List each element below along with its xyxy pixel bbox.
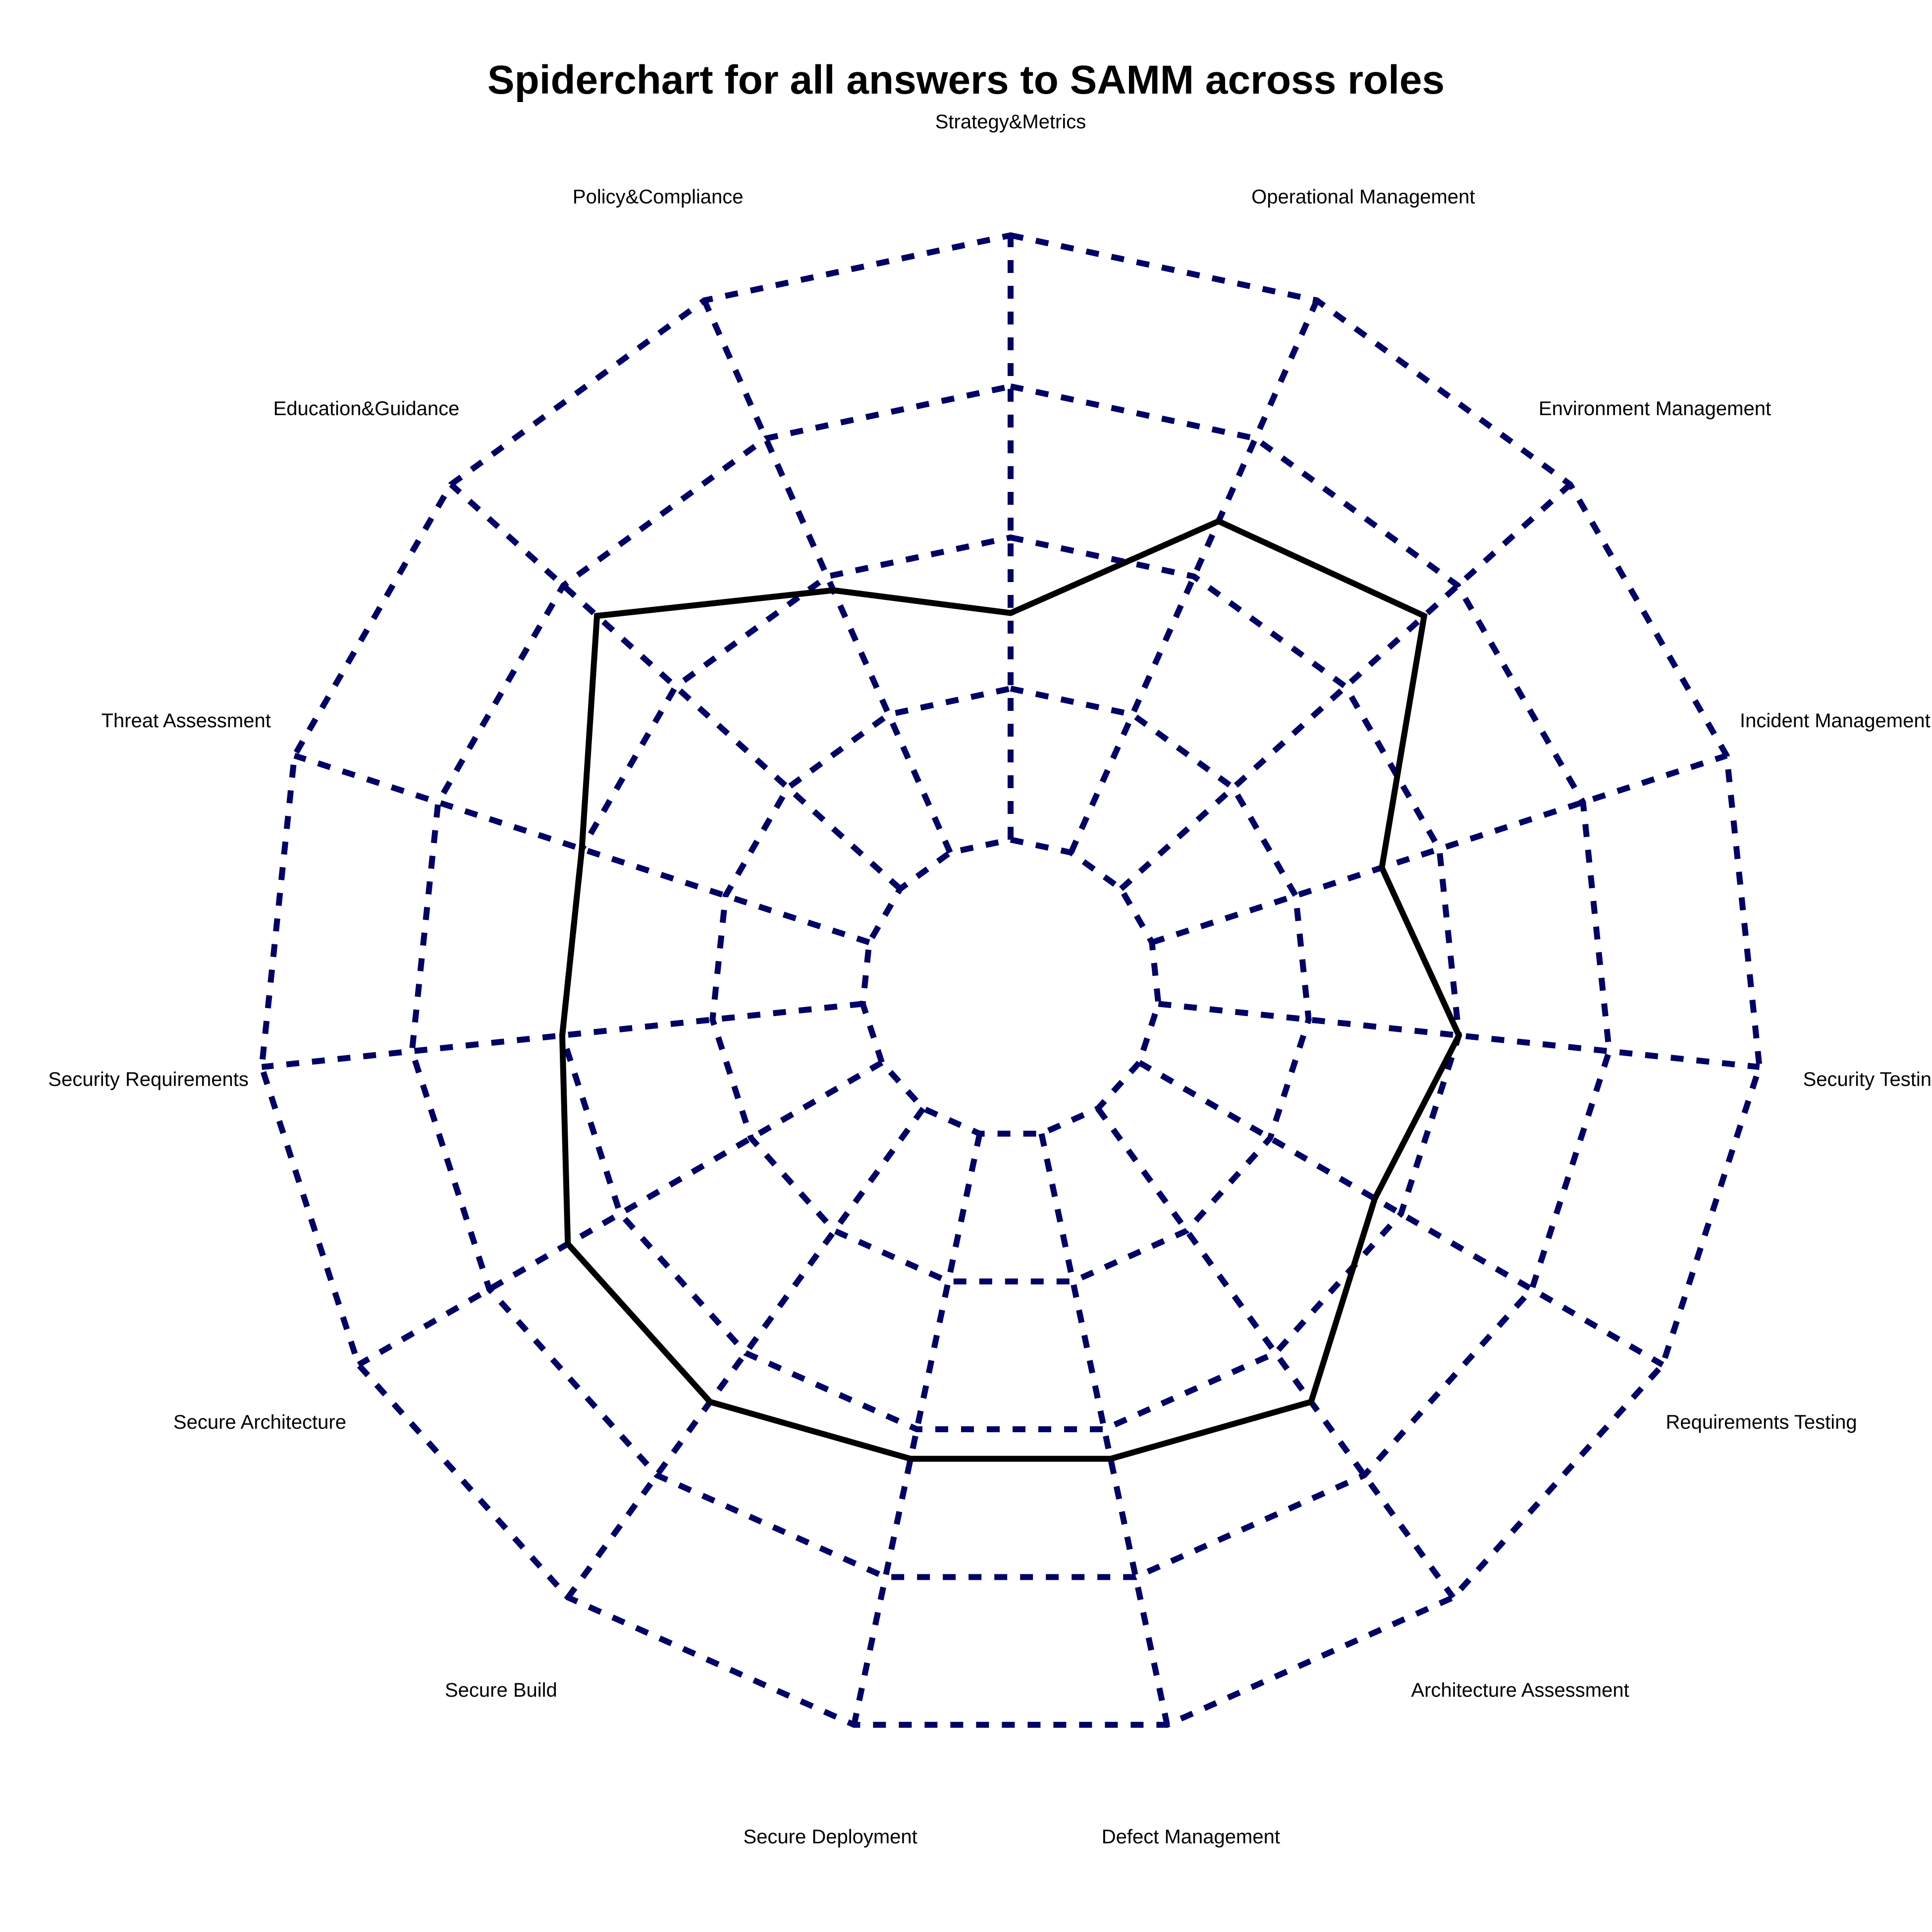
radar-spoke [1038, 1133, 1170, 1726]
radar-spoke [1095, 1107, 1456, 1600]
radar-ring [259, 232, 1763, 1728]
axis-label: Security Requirements [48, 1069, 249, 1090]
axis-label: Threat Assessment [101, 710, 270, 732]
chart-title: Spiderchart for all answers to SAMM acro… [487, 57, 1445, 103]
axis-label: Security Testing [1803, 1069, 1932, 1090]
axis-label: Policy&Compliance [573, 186, 744, 208]
axis-label: Incident Management [1740, 710, 1931, 732]
axis-label: Defect Management [1102, 1826, 1280, 1848]
radar-series [559, 518, 1462, 1462]
axis-label: Architecture Assessment [1411, 1679, 1629, 1701]
axis-label: Requirements Testing [1665, 1411, 1857, 1433]
radar-ring [409, 383, 1612, 1580]
series-line [559, 518, 1462, 1462]
axis-label: Secure Deployment [744, 1826, 917, 1848]
axis-label: Strategy&Metrics [935, 111, 1086, 133]
axis-label: Secure Architecture [173, 1411, 346, 1433]
axis-label: Environment Management [1539, 398, 1771, 420]
radar-spoke [701, 299, 953, 854]
radar-ring [559, 534, 1462, 1433]
axis-label: Operational Management [1251, 186, 1475, 208]
radar-ring [709, 685, 1312, 1285]
axis-label: Education&Guidance [273, 398, 460, 420]
radar-spoke [357, 1060, 884, 1368]
radar-grid [259, 232, 1763, 1728]
radar-ring [859, 836, 1162, 1137]
axis-label: Secure Build [445, 1679, 557, 1701]
